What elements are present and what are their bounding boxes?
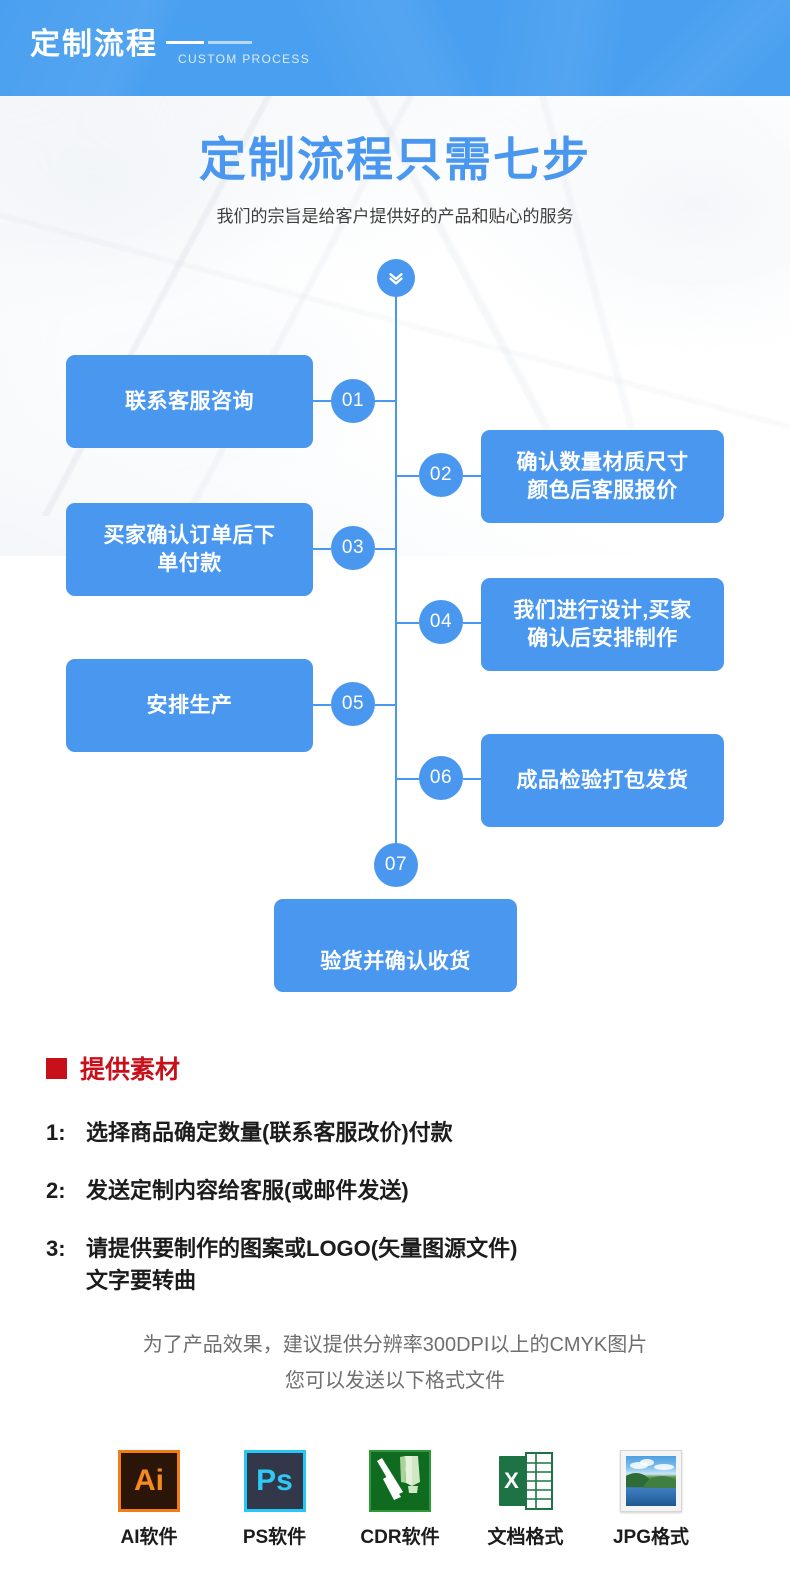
banner-content: 定制流程 bbox=[30, 30, 252, 60]
banner-pattern bbox=[0, 0, 790, 96]
connector-05-box bbox=[313, 704, 331, 706]
coreldraw-icon bbox=[369, 1450, 431, 1512]
format-label-jpg: JPG格式 bbox=[612, 1527, 690, 1548]
banner-subtitle: CUSTOM PROCESS bbox=[178, 52, 310, 66]
page-title: 定制流程只需七步 bbox=[199, 133, 591, 186]
step-box-01[interactable]: 联系客服咨询 bbox=[66, 355, 313, 448]
step-box-03[interactable]: 买家确认订单后下 单付款 bbox=[66, 503, 313, 596]
adobe-photoshop-icon: Ps bbox=[243, 1450, 306, 1512]
connector-04-box bbox=[463, 622, 481, 624]
materials-item-2: 2: 发送定制内容给客服(或邮件发送) bbox=[46, 1175, 409, 1207]
connector-01-box bbox=[313, 400, 331, 402]
page-subtitle: 我们的宗旨是给客户提供好的产品和贴心的服务 bbox=[216, 207, 574, 226]
excel-x-panel: X bbox=[498, 1456, 525, 1506]
materials-note-line-1: 为了产品效果，建议提供分辨率300DPI以上的CMYK图片 bbox=[142, 1334, 648, 1356]
banner-rule-light bbox=[208, 41, 252, 44]
materials-item-3-index: 3: bbox=[46, 1236, 66, 1261]
step-box-04[interactable]: 我们进行设计,买家 确认后安排制作 bbox=[481, 578, 724, 671]
materials-item-3-text-group: 请提供要制作的图案或LOGO(矢量图源文件) 文字要转曲 bbox=[86, 1233, 517, 1297]
chevron-double-down-icon bbox=[377, 259, 415, 297]
format-item-jpg: JPG格式 bbox=[597, 1450, 705, 1549]
step-number-05: 05 bbox=[331, 682, 375, 726]
step-box-07[interactable]: 验货并确认收货 bbox=[274, 899, 517, 992]
materials-item-3: 3: 请提供要制作的图案或LOGO(矢量图源文件) 文字要转曲 bbox=[46, 1233, 517, 1297]
materials-item-3-text-line2: 文字要转曲 bbox=[86, 1267, 197, 1293]
materials-item-2-text: 发送定制内容给客服(或邮件发送) bbox=[86, 1178, 409, 1203]
connector-03-box bbox=[313, 548, 331, 550]
step-box-06[interactable]: 成品检验打包发货 bbox=[481, 734, 724, 827]
connector-02-box bbox=[463, 475, 481, 477]
materials-heading-text: 提供素材 bbox=[80, 1056, 181, 1084]
format-label-doc: 文档格式 bbox=[487, 1527, 564, 1548]
excel-sheet-grid bbox=[524, 1452, 553, 1510]
format-label-ps: PS软件 bbox=[242, 1527, 307, 1548]
step-number-01: 01 bbox=[331, 379, 375, 423]
connector-05-spine bbox=[375, 704, 397, 706]
materials-item-1-index: 1: bbox=[46, 1120, 66, 1145]
step-number-06: 06 bbox=[419, 756, 463, 800]
materials-item-3-text: 请提供要制作的图案或LOGO(矢量图源文件) bbox=[86, 1236, 518, 1261]
materials-item-1: 1: 选择商品确定数量(联系客服改价)付款 bbox=[46, 1117, 453, 1149]
banner-divider bbox=[166, 41, 252, 44]
format-item-cdr: CDR软件 bbox=[346, 1450, 454, 1549]
materials-item-1-text: 选择商品确定数量(联系客服改价)付款 bbox=[86, 1120, 453, 1145]
connector-06-spine bbox=[397, 778, 419, 780]
step-box-05[interactable]: 安排生产 bbox=[66, 659, 313, 752]
ps-mark: Ps bbox=[256, 1464, 293, 1497]
connector-03-spine bbox=[375, 548, 397, 550]
banner-rule-white bbox=[166, 41, 204, 44]
connector-02-spine bbox=[397, 475, 419, 477]
materials-heading: 提供素材 bbox=[46, 1050, 180, 1086]
adobe-illustrator-icon: Ai bbox=[118, 1450, 180, 1512]
excel-document-icon: X bbox=[495, 1450, 557, 1512]
jpg-image-icon bbox=[620, 1450, 682, 1512]
connector-01-spine bbox=[375, 400, 397, 402]
red-square-bullet-icon bbox=[46, 1057, 67, 1079]
format-label-ai: AI软件 bbox=[120, 1527, 178, 1548]
materials-note-line-2: 您可以发送以下格式文件 bbox=[285, 1370, 505, 1392]
format-item-doc: X 文档格式 bbox=[472, 1450, 580, 1549]
step-box-02[interactable]: 确认数量材质尺寸 颜色后客服报价 bbox=[481, 430, 724, 523]
format-label-cdr: CDR软件 bbox=[360, 1527, 440, 1548]
flow-spine bbox=[395, 296, 397, 856]
excel-mark: X bbox=[504, 1468, 519, 1493]
materials-item-2-index: 2: bbox=[46, 1178, 66, 1203]
banner-title: 定制流程 bbox=[30, 28, 158, 61]
connector-06-box bbox=[463, 778, 481, 780]
file-format-list: Ai AI软件 Ps PS软件 bbox=[95, 1450, 705, 1549]
connector-04-spine bbox=[397, 622, 419, 624]
page-banner: 定制流程 CUSTOM PROCESS bbox=[0, 0, 790, 96]
ai-mark: Ai bbox=[134, 1464, 164, 1497]
step-number-03: 03 bbox=[331, 526, 375, 570]
step-number-07: 07 bbox=[374, 843, 418, 887]
step-number-04: 04 bbox=[419, 600, 463, 644]
step-number-02: 02 bbox=[419, 453, 463, 497]
format-item-ps: Ps PS软件 bbox=[221, 1450, 329, 1549]
format-item-ai: Ai AI软件 bbox=[95, 1450, 203, 1549]
process-flow: 联系客服咨询 01 确认数量材质尺寸 颜色后客服报价 02 买家确认订单后下 单… bbox=[66, 259, 724, 992]
